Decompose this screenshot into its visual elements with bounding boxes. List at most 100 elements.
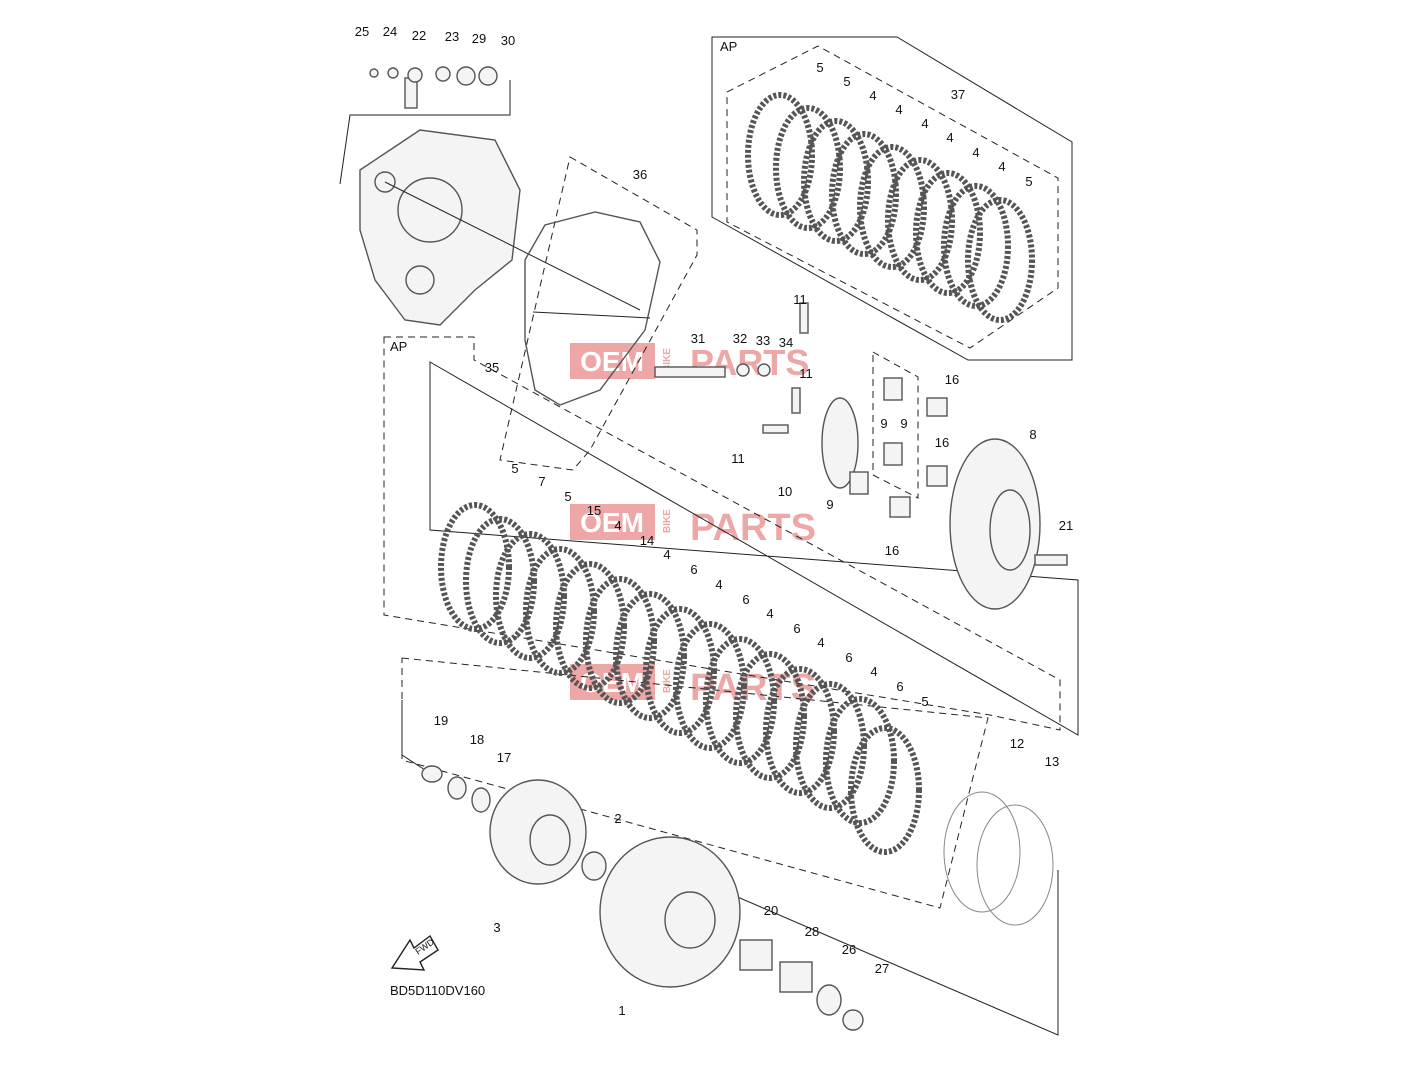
hub-bracket bbox=[401, 700, 426, 771]
callout-label: 7 bbox=[538, 474, 545, 489]
callout-label: 9 bbox=[900, 416, 907, 431]
pressure-plate-group bbox=[821, 377, 1068, 610]
callout-label: 13 bbox=[1045, 754, 1059, 769]
callout-label: 4 bbox=[921, 116, 928, 131]
group-label-ap-main: AP bbox=[390, 339, 407, 354]
callout-label: 3 bbox=[493, 920, 500, 935]
callout-label: 11 bbox=[793, 292, 807, 307]
callout-label: 5 bbox=[564, 489, 571, 504]
basket-bracket bbox=[639, 854, 1059, 1036]
callout-label: 21 bbox=[1059, 518, 1073, 533]
callout-label: 16 bbox=[945, 372, 959, 387]
callout-label: 36 bbox=[633, 167, 647, 182]
callout-label: 19 bbox=[434, 713, 448, 728]
clutch-housing-group bbox=[599, 836, 864, 1031]
push-rod-assembly bbox=[654, 302, 809, 434]
callout-label: 4 bbox=[817, 635, 824, 650]
ap-group-top-inner-outline bbox=[726, 45, 1059, 349]
plate-stack-bracket bbox=[429, 361, 1079, 736]
callout-label: 17 bbox=[497, 750, 511, 765]
callout-label: 16 bbox=[935, 435, 949, 450]
callout-label: 5 bbox=[1025, 174, 1032, 189]
callout-label: 27 bbox=[875, 961, 889, 976]
cover-bracket bbox=[339, 80, 511, 185]
watermark-1: OEM BIKE PARTS bbox=[570, 342, 809, 383]
callout-label: 31 bbox=[691, 331, 705, 346]
callout-label: 4 bbox=[715, 577, 722, 592]
ring-13 bbox=[976, 804, 1054, 926]
gasket-leader-a bbox=[532, 311, 651, 319]
cover-leader bbox=[384, 181, 641, 311]
callout-label: 10 bbox=[778, 484, 792, 499]
plate-stack-lower-outline bbox=[401, 657, 989, 909]
plate-stack-main bbox=[438, 502, 922, 855]
callout-label: 26 bbox=[842, 942, 856, 957]
callout-label: 28 bbox=[805, 924, 819, 939]
callout-label: 4 bbox=[766, 606, 773, 621]
callout-label: 35 bbox=[485, 360, 499, 375]
callout-label: 20 bbox=[764, 903, 778, 918]
watermark-bike: BIKE bbox=[662, 669, 673, 693]
callout-label: 25 bbox=[355, 24, 369, 39]
ap-group-top-outline bbox=[711, 36, 1073, 361]
callout-label: 4 bbox=[663, 547, 670, 562]
callout-label: 34 bbox=[779, 335, 793, 350]
callout-label: 5 bbox=[843, 74, 850, 89]
watermark-bike: BIKE bbox=[662, 348, 673, 372]
watermark-parts: PARTS bbox=[690, 507, 816, 549]
callout-label: 4 bbox=[972, 145, 979, 160]
diagram-code: BD5D110DV160 bbox=[390, 983, 485, 998]
callout-label: 2 bbox=[614, 811, 621, 826]
callout-label: 6 bbox=[742, 592, 749, 607]
callout-label: 37 bbox=[951, 87, 965, 102]
small-parts-top bbox=[369, 66, 498, 109]
callout-label: 11 bbox=[799, 366, 813, 381]
group-label-ap-top: AP bbox=[720, 39, 737, 54]
callout-label: 15 bbox=[587, 503, 601, 518]
watermark-bike: BIKE bbox=[662, 509, 673, 533]
clutch-boss-group bbox=[421, 765, 607, 885]
callout-label: 9 bbox=[826, 497, 833, 512]
callout-label: 16 bbox=[885, 543, 899, 558]
callout-label: 4 bbox=[614, 518, 621, 533]
ap-group-main-outline bbox=[383, 336, 1061, 731]
watermark-group: OEM BIKE PARTS OEM BIKE PARTS OEM BIKE P… bbox=[570, 342, 816, 709]
callout-label: 4 bbox=[946, 130, 953, 145]
callout-label: 6 bbox=[845, 650, 852, 665]
cover-gasket bbox=[524, 211, 661, 406]
callout-label: 32 bbox=[733, 331, 747, 346]
callout-label: 14 bbox=[640, 533, 654, 548]
callout-label: 11 bbox=[731, 451, 745, 466]
callout-label: 9 bbox=[880, 416, 887, 431]
callout-label: 5 bbox=[511, 461, 518, 476]
callout-label: 8 bbox=[1029, 427, 1036, 442]
callout-label: 4 bbox=[870, 664, 877, 679]
callout-label: 12 bbox=[1010, 736, 1024, 751]
callout-label: 4 bbox=[895, 102, 902, 117]
callout-label: 5 bbox=[921, 694, 928, 709]
fwd-arrow-icon: FWD bbox=[390, 934, 439, 971]
callout-label: 4 bbox=[869, 88, 876, 103]
callout-label: 29 bbox=[472, 31, 486, 46]
callout-label: 23 bbox=[445, 29, 459, 44]
callout-label: 33 bbox=[756, 333, 770, 348]
watermark-oem: OEM bbox=[580, 507, 644, 538]
callout-label: 6 bbox=[896, 679, 903, 694]
plate-stack-top bbox=[745, 92, 1035, 323]
watermark-2: OEM BIKE PARTS bbox=[570, 504, 816, 549]
callout-label: 30 bbox=[501, 33, 515, 48]
callout-label: 22 bbox=[412, 28, 426, 43]
callout-label: 4 bbox=[998, 159, 1005, 174]
spring-group-outline bbox=[872, 351, 919, 499]
callout-labels: 25 24 22 23 29 30 36 5 5 4 4 4 4 4 4 5 3… bbox=[355, 24, 1073, 1018]
clutch-cover bbox=[359, 129, 521, 326]
ring-12 bbox=[943, 791, 1021, 913]
gasket-group-outline bbox=[499, 156, 698, 471]
callout-label: 5 bbox=[816, 60, 823, 75]
callout-label: 6 bbox=[793, 621, 800, 636]
callout-label: 18 bbox=[470, 732, 484, 747]
callout-label: 6 bbox=[690, 562, 697, 577]
watermark-oem: OEM bbox=[580, 346, 644, 377]
callout-label: 24 bbox=[383, 24, 397, 39]
